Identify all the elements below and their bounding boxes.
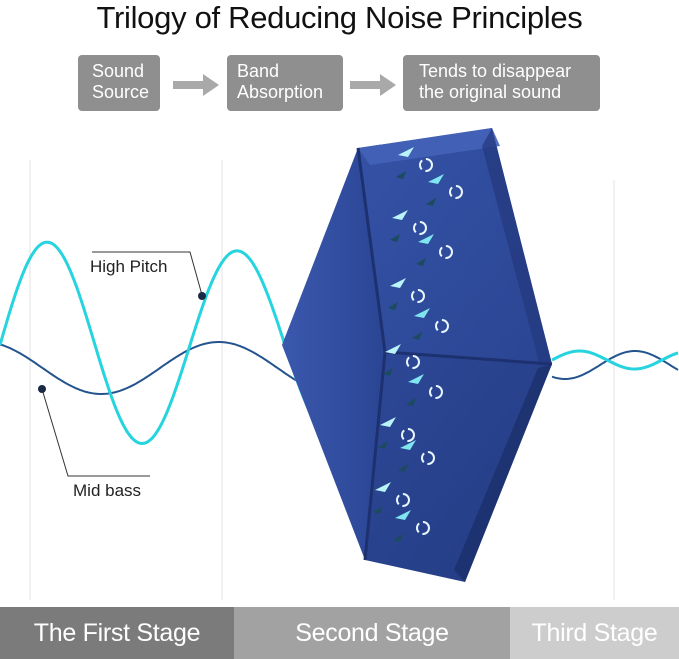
swirl-icon: [406, 355, 420, 369]
flow-box-sound-source: Sound Source: [78, 55, 160, 111]
arrow-particle-icon: [375, 482, 391, 492]
flow-box-line: Band: [237, 61, 280, 81]
swirl-icon: [435, 319, 449, 333]
swirl-icon: [396, 493, 410, 507]
arrow-particle-icon: [385, 344, 401, 354]
swirl-icon: [419, 158, 433, 172]
high-pitch-label: High Pitch: [90, 257, 168, 276]
stage-third: Third Stage: [510, 607, 679, 659]
arrow-particle-icon: [416, 258, 426, 266]
arrow-particle-icon: [378, 441, 388, 449]
arrow-particle-icon: [414, 308, 430, 318]
arrow-particle-icon: [393, 534, 403, 542]
arrow-particle-icon: [388, 302, 398, 310]
flow-box-line: Absorption: [237, 82, 324, 102]
page-title: Trilogy of Reducing Noise Principles: [96, 0, 583, 35]
flow-box-line: Source: [92, 82, 150, 102]
noise-diagram: [0, 128, 679, 600]
arrow-particle-icon: [408, 374, 424, 384]
swirl-icon: [429, 385, 443, 399]
panel-bevel: [482, 128, 552, 366]
swirl-icon: [421, 451, 435, 465]
arrow-particle-icon: [373, 506, 383, 514]
swirl-icon: [401, 428, 415, 442]
mid-bass-wave: [0, 341, 351, 395]
leader-dot: [38, 385, 46, 393]
swirl-icon: [411, 289, 425, 303]
mid-bass-leader: [41, 388, 150, 477]
stage-first: The First Stage: [0, 607, 234, 659]
swirl-icon: [439, 245, 453, 259]
panel-bevel: [454, 364, 552, 582]
flow-box-band-absorption: Band Absorption: [227, 55, 343, 111]
arrow-particle-icon: [396, 171, 406, 179]
acoustic-panel: [282, 128, 553, 582]
arrow-particle-icon: [406, 398, 416, 406]
flow-box-line: Sound: [92, 61, 145, 81]
arrow-particle-icon: [383, 368, 393, 376]
panel-face-left: [282, 148, 385, 560]
stage-second: Second Stage: [234, 607, 510, 659]
arrow-particle-icon: [400, 440, 416, 450]
swirl-icon: [416, 521, 430, 535]
mid-bass-wave-out: [551, 350, 679, 380]
arrow-particle-icon: [412, 332, 422, 340]
panel-face-top: [358, 128, 552, 364]
arrow-particle-icon: [428, 174, 444, 184]
arrow-particle-icon: [418, 234, 434, 244]
arrow-particle-icon: [380, 417, 396, 427]
swirl-icon: [449, 185, 463, 199]
panel-face-bottom: [365, 352, 552, 582]
panel-seam: [363, 351, 387, 561]
flow-box-line: the original sound: [419, 82, 562, 102]
arrow-particle-icon: [392, 210, 408, 220]
arrow-particle-icon: [398, 464, 408, 472]
arrow-particle-icon: [398, 147, 414, 157]
flow-box-disappear: Tends to disappear the original sound: [403, 55, 600, 111]
high-pitch-wave-out: [551, 349, 679, 371]
arrow-particle-icon: [426, 198, 436, 206]
right-arrow-icon: [173, 74, 219, 96]
swirl-icon: [413, 221, 427, 235]
high-pitch-leader: [92, 251, 203, 296]
flow-box-line: Tends to disappear: [419, 61, 572, 81]
mid-bass-label: Mid bass: [73, 481, 142, 500]
arrow-particle-icon: [390, 278, 406, 288]
arrow-particle-icon: [395, 510, 411, 520]
right-arrow-icon: [350, 74, 396, 96]
arrow-particle-icon: [390, 234, 400, 242]
leader-dot: [198, 292, 206, 300]
panel-bevel: [358, 128, 500, 165]
